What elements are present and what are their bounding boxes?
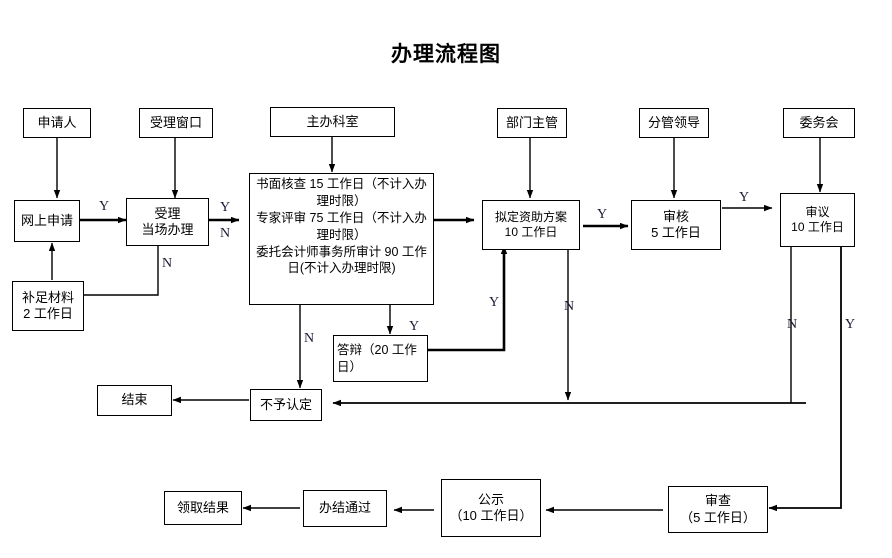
edge-label-accept-no-to-supplement: N	[162, 256, 173, 271]
node-committee[interactable]: 委务会	[783, 108, 855, 138]
node-online-apply[interactable]: 网上申请	[14, 200, 80, 242]
node-defense[interactable]: 答辩（20 工作日）	[333, 335, 428, 382]
node-applicant-label: 申请人	[37, 114, 77, 130]
node-defense-label: 答辩（20 工作日）	[337, 342, 417, 374]
node-accept-window-label: 受理窗口	[149, 114, 202, 130]
node-deliberate-line1: 审议	[805, 205, 830, 219]
node-supplement-materials[interactable]: 补足材料 2 工作日	[12, 281, 84, 331]
node-draft-plan[interactable]: 拟定资助方案 10 工作日	[482, 200, 580, 250]
node-publicity-line2: （10 工作日）	[449, 508, 533, 523]
node-reject-label: 不予认定	[259, 396, 312, 412]
node-deliberate[interactable]: 审议 10 工作日	[780, 193, 855, 247]
edge-defense-to-plan	[428, 245, 508, 352]
edge-label-deliberate-no: N	[787, 317, 798, 332]
edge-label-review-no: N	[304, 331, 315, 346]
node-review-detail-line2: 专家评审 75 工作日（不计入办理时限）	[256, 210, 427, 242]
node-host-department-label: 主办科室	[306, 113, 359, 129]
node-verify-line1: 审核	[662, 208, 689, 224]
node-review-detail-line3: 委托会计师事务所审计 90 工作日(不计入办理时限)	[256, 244, 427, 276]
edge-label-deliberate-yes: Y	[845, 317, 856, 332]
edge-label-accept-split-yes: Y	[220, 200, 231, 215]
node-draft-plan-line1: 拟定资助方案	[494, 210, 567, 224]
node-branch-leader-label: 分管领导	[647, 114, 700, 130]
node-completed[interactable]: 办结通过	[303, 490, 387, 527]
node-inspect[interactable]: 审查 （5 工作日）	[668, 486, 768, 533]
node-inspect-line1: 审查	[704, 493, 731, 509]
node-draft-plan-line2: 10 工作日	[504, 225, 558, 239]
edge-label-defense-yes: Y	[489, 295, 500, 310]
node-inspect-line2: （5 工作日）	[680, 509, 756, 525]
node-accept-onsite[interactable]: 受理 当场办理	[126, 198, 209, 246]
node-accept-onsite-line1: 受理	[154, 205, 181, 221]
node-review-detail[interactable]: 书面核查 15 工作日（不计入办理时限） 专家评审 75 工作日（不计入办理时限…	[249, 173, 434, 305]
edge-label-plan-yes: Y	[597, 207, 608, 222]
node-end-label: 结束	[121, 392, 148, 408]
edge-accept-no-to-supplement	[68, 245, 159, 299]
node-department-head[interactable]: 部门主管	[497, 108, 567, 138]
edge-label-plan-no: N	[564, 299, 575, 314]
page-title: 办理流程图	[391, 42, 501, 66]
node-verify-line2: 5 工作日	[651, 225, 701, 240]
edge-label-verify-yes: Y	[739, 190, 750, 205]
edge-label-online-to-accept-yes: Y	[99, 199, 110, 214]
node-committee-label: 委务会	[799, 114, 839, 130]
node-review-detail-line1: 书面核查 15 工作日（不计入办理时限）	[256, 177, 427, 208]
node-collect-result-label: 领取结果	[176, 499, 229, 515]
node-reject[interactable]: 不予认定	[250, 389, 322, 421]
node-applicant[interactable]: 申请人	[23, 108, 91, 138]
node-branch-leader[interactable]: 分管领导	[639, 108, 709, 138]
node-collect-result[interactable]: 领取结果	[164, 491, 242, 525]
node-host-department[interactable]: 主办科室	[270, 107, 395, 137]
edge-label-review-yes-defense: Y	[409, 319, 420, 334]
node-deliberate-line2: 10 工作日	[791, 220, 844, 234]
node-supplement-line2: 2 工作日	[23, 306, 73, 321]
node-accept-window[interactable]: 受理窗口	[139, 108, 213, 138]
node-end[interactable]: 结束	[97, 385, 172, 416]
node-accept-onsite-line2: 当场办理	[141, 222, 194, 237]
edge-deliberate-yes-to-inspect	[768, 247, 842, 512]
node-department-head-label: 部门主管	[505, 114, 558, 130]
node-publicity[interactable]: 公示 （10 工作日）	[441, 479, 541, 537]
node-supplement-line1: 补足材料	[21, 289, 74, 305]
node-completed-label: 办结通过	[318, 500, 371, 516]
node-verify[interactable]: 审核 5 工作日	[631, 200, 721, 250]
node-publicity-line1: 公示	[477, 491, 504, 507]
edge-label-accept-split-no: N	[220, 226, 231, 241]
node-online-apply-label: 网上申请	[20, 212, 73, 228]
